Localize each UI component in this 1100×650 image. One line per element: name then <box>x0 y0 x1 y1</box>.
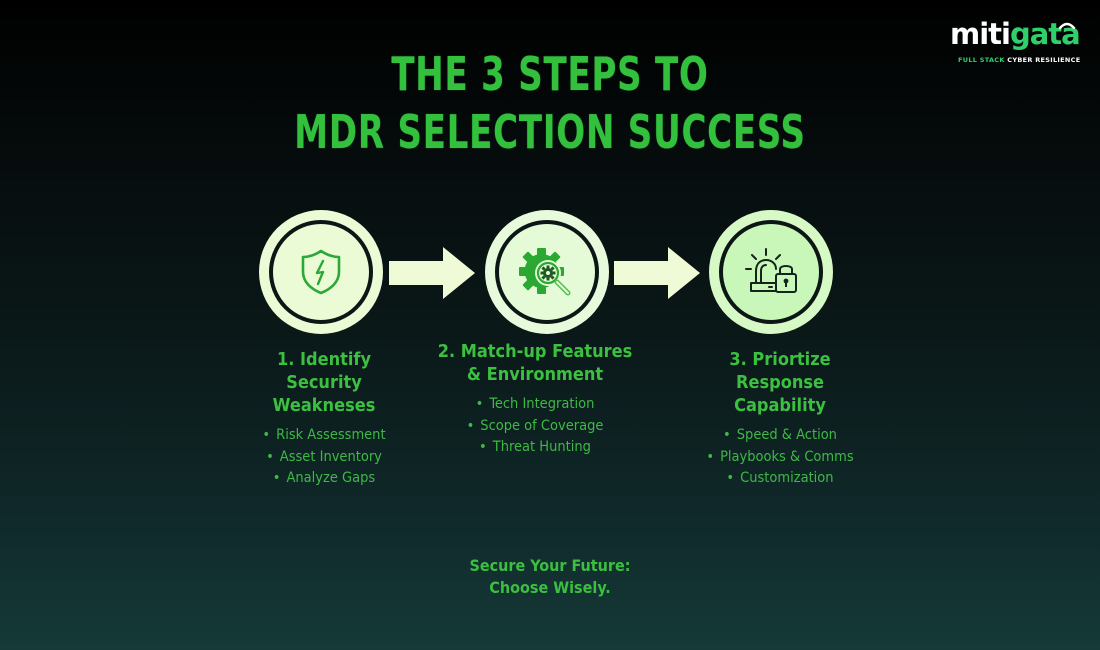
bullet-text: Threat Hunting <box>492 439 591 455</box>
step-3-ring <box>719 220 823 324</box>
step-title-line: Weakneses <box>272 395 376 416</box>
bullet-item: • Tech Integration <box>430 394 640 416</box>
bullet-item: • Risk Assessment <box>244 425 404 447</box>
arrow-right-icon <box>389 247 475 299</box>
step-3-bullets: • Speed & Action • Playbooks & Comms • Cust… <box>690 425 870 490</box>
gear-magnifier-icon <box>519 248 571 296</box>
step-title-line: & Environment <box>466 364 604 385</box>
bullet-text: Asset Inventory <box>279 448 382 465</box>
bullet-item: • Playbooks & Comms <box>690 447 870 469</box>
bullet-text: Playbooks & Comms <box>720 448 854 465</box>
logo-text-green: gata <box>1009 17 1081 51</box>
bullet-text: Analyze Gaps <box>286 470 376 486</box>
bullet-text: Tech Integration <box>489 396 595 412</box>
step-title-line: 1. Identify <box>276 349 372 370</box>
bullet-item: • Speed & Action <box>690 425 870 447</box>
alarm-lock-icon <box>745 248 797 293</box>
shield-lightning-icon <box>301 249 341 295</box>
step-1-ring <box>269 220 373 324</box>
step-title-line: Security <box>286 372 362 393</box>
step-title-line: 3. Priortize <box>729 349 831 370</box>
bullet-item: • Analyze Gaps <box>244 468 404 490</box>
step-3: 3. Priortize Response Capability • Speed … <box>690 348 870 490</box>
logo-text-white: miti <box>950 17 1011 51</box>
bullet-dot-icon: • <box>475 396 484 412</box>
signal-arc-icon <box>1058 22 1076 30</box>
bullet-text: Scope of Coverage <box>480 417 604 434</box>
title-line-1: THE 3 STEPS TO <box>391 47 709 101</box>
step-2-circle <box>485 210 609 334</box>
bullet-dot-icon: • <box>466 417 475 434</box>
tagline-green: FULL STACK <box>958 56 1005 64</box>
footer-line-1: Secure Your Future: <box>469 556 631 575</box>
step-3-title: 3. Priortize Response Capability <box>690 348 870 417</box>
step-2-title: 2. Match-up Features & Environment <box>430 340 640 386</box>
step-title-line: 2. Match-up Features <box>437 341 633 362</box>
bullet-dot-icon: • <box>706 448 715 465</box>
bullet-text: Risk Assessment <box>276 427 386 443</box>
step-2-bullets: • Tech Integration • Scope of Coverage • Th… <box>430 394 640 459</box>
bullet-item: • Scope of Coverage <box>430 416 640 438</box>
bullet-dot-icon: • <box>272 470 281 486</box>
step-1-circle <box>259 210 383 334</box>
bullet-item: • Asset Inventory <box>244 447 404 469</box>
arrow-right-icon <box>614 247 700 299</box>
step-title-line: Response <box>736 372 824 393</box>
step-2-ring <box>495 220 599 324</box>
step-2: 2. Match-up Features & Environment • Tech… <box>430 340 640 459</box>
step-1-title: 1. Identify Security Weakneses <box>244 348 404 417</box>
bullet-dot-icon: • <box>479 439 487 455</box>
bullet-item: • Customization <box>690 468 870 490</box>
footer-line-2: Choose Wisely. <box>489 578 611 597</box>
bullet-text: Speed & Action <box>736 427 837 443</box>
step-3-circle <box>709 210 833 334</box>
bullet-dot-icon: • <box>726 470 735 486</box>
page-title: THE 3 STEPS TO MDR SELECTION SUCCESS <box>99 45 1001 161</box>
bullet-dot-icon: • <box>266 448 274 465</box>
bullet-dot-icon: • <box>262 427 271 443</box>
logo-tagline: FULL STACK CYBER RESILIENCE <box>958 56 1082 64</box>
bullet-item: • Threat Hunting <box>430 437 640 459</box>
step-1-bullets: •Risk Assessment •Asset Inventory •Analy… <box>244 425 404 490</box>
logo-wordmark: mitigata <box>950 16 1082 52</box>
step-1: 1. Identify Security Weakneses •Risk Ass… <box>244 348 404 490</box>
bullet-dot-icon: • <box>723 427 731 443</box>
step-title-line: Capability <box>734 395 826 416</box>
mitigata-logo: mitigata FULL STACK CYBER RESILIENCE <box>950 16 1082 64</box>
title-line-2: MDR SELECTION SUCCESS <box>294 105 806 159</box>
footer-tagline: Secure Your Future: Choose Wisely. <box>0 555 1100 599</box>
bullet-text: Customization <box>740 470 834 486</box>
tagline-white: CYBER RESILIENCE <box>1007 56 1081 64</box>
